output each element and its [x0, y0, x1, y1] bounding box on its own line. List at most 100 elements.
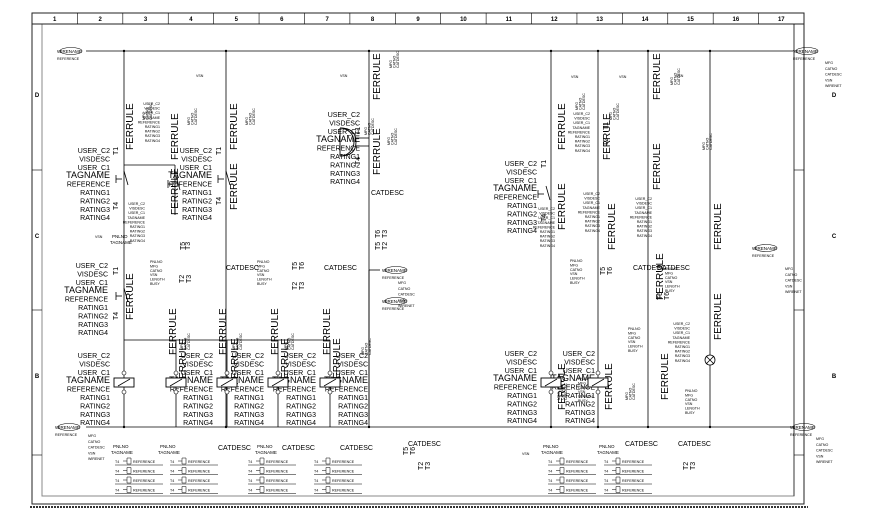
terminal-label-t4: T4 [113, 312, 120, 320]
switch-contact [175, 175, 181, 191]
device-block-row-1-reference: REFERENCE [170, 387, 214, 394]
mini-device-visdesc: VISDESC [539, 212, 555, 216]
ferrule-label: FERRULE [713, 293, 724, 340]
pnlno-label: PNLNO [257, 444, 273, 449]
mfg-bottom-left-catdesc: CATDESC [88, 446, 105, 450]
coil-terminal [173, 370, 179, 376]
device-block-2-visdesc: VISDESC [77, 271, 108, 278]
vsn-label: VSN [196, 74, 204, 78]
mfg-vertical-label: MFG [142, 112, 146, 120]
terminal-label-t2: T2 [418, 462, 425, 470]
column-label-2: 2 [98, 17, 102, 23]
terminal-reference: REFERENCE [266, 460, 289, 464]
terminal-reference: REFERENCE [266, 470, 289, 474]
mini-device-rating3: RATING3 [675, 354, 690, 358]
terminal-label-t5: T5 [375, 242, 382, 250]
terminal-row-id: T4 [604, 479, 608, 483]
coil-terminal [121, 370, 127, 376]
switch-contact [123, 170, 129, 186]
terminal-row-id: T4 [314, 489, 318, 493]
terminal-symbol [556, 457, 565, 465]
device-block-row-1-rating3: RATING3 [183, 412, 213, 419]
ferrule-label: FERRULE [557, 103, 568, 150]
catdesc-label: CATDESC [633, 265, 666, 272]
terminal-label-t1: T1 [603, 122, 610, 130]
mini-device-rating3: RATING3 [130, 234, 145, 238]
junction-dot [708, 425, 712, 429]
device-block-6-reference: REFERENCE [169, 182, 213, 189]
device-block-1-rating2: RATING2 [80, 198, 110, 205]
terminal-row-id: T4 [604, 470, 608, 474]
device-block-row-3-rating1: RATING1 [286, 395, 316, 402]
device-block-3-user-c1: USER_C1 [78, 370, 110, 377]
device-block-1-rating3: RATING3 [80, 207, 110, 214]
ferrule-label: FERRULE [660, 353, 671, 400]
mfg-vertical-label: CATNO [393, 55, 397, 68]
terminal-reference: REFERENCE [188, 479, 211, 483]
terminal-symbol [178, 476, 187, 484]
device-block-6b-tagname: TAGNAME [551, 373, 595, 383]
terminal-label-t4: T4 [113, 202, 120, 210]
mfg-bottom-right-mfg: MFG [816, 437, 824, 441]
ferrule-label: FERRULE [652, 143, 663, 190]
mfg-vertical-label: CATNO [365, 342, 369, 355]
terminal-reference: REFERENCE [332, 489, 355, 493]
pnl-block-mfg: MFG [685, 393, 693, 397]
junction-dot [367, 49, 371, 53]
mini-device-rating2: RATING2 [585, 220, 600, 224]
device-block-2-user-c1: USER_C1 [76, 280, 108, 287]
device-block-main-visdesc: VISDESC [329, 120, 360, 127]
coil-terminal [595, 389, 601, 395]
terminal-reference: REFERENCE [622, 460, 645, 464]
ferrule-label: FERRULE [218, 308, 229, 355]
relay-coil-slash [323, 378, 337, 387]
device-block-6b-visdesc: VISDESC [564, 359, 595, 366]
wirename-reference: REFERENCE [57, 57, 80, 61]
mini-device-rating1: RATING1 [145, 125, 160, 129]
junction-dot [367, 425, 371, 429]
row-label-left-B: B [35, 374, 40, 380]
mfg-vertical-label: MFG [625, 392, 629, 400]
device-block-3-visdesc: VISDESC [79, 361, 110, 368]
pnl-block-mfg: MFG [628, 331, 636, 335]
wirename-oval [754, 244, 778, 252]
junction-dot [596, 49, 600, 53]
terminal-reference: REFERENCE [332, 470, 355, 474]
ferrule-label: FERRULE [372, 53, 383, 100]
wirename-oval [57, 423, 81, 431]
device-block-row-2-rating3: RATING3 [234, 412, 264, 419]
ferrule-label: FERRULE [557, 363, 568, 410]
terminal-symbol [322, 476, 331, 484]
device-block-main-rating2: RATING2 [330, 162, 360, 169]
device-block-row-3-reference: REFERENCE [273, 387, 317, 394]
pnl-block-busy: BUSY [628, 349, 638, 353]
ferrule-label: FERRULE [178, 338, 189, 385]
terminal-symbol [322, 486, 331, 493]
terminal-row-id: T4 [115, 470, 119, 474]
device-block-1-visdesc: VISDESC [79, 156, 110, 163]
terminal-reference: REFERENCE [332, 460, 355, 464]
device-block-row-2-rating1: RATING1 [234, 395, 264, 402]
device-block-row-1-rating1: RATING1 [183, 395, 213, 402]
device-block-6b-user-c1: USER_C1 [563, 368, 595, 375]
mfg-vertical-label: MFG [670, 77, 674, 85]
device-block-4-rating1: RATING1 [507, 203, 537, 210]
terminal-reference: REFERENCE [133, 470, 156, 474]
terminal-label-t6: T6 [299, 262, 306, 270]
switch-contact [545, 185, 551, 201]
column-label-6: 6 [280, 17, 284, 23]
device-block-4-reference: REFERENCE [494, 195, 538, 202]
mfg-bottom-left-wirenet: WIRENET [88, 457, 105, 461]
wirename-right-1: WIRENAME [752, 246, 777, 251]
terminal-symbol [322, 467, 331, 474]
column-label-7: 7 [326, 17, 330, 23]
device-block-row-1-rating4: RATING4 [183, 420, 213, 427]
mfg-vertical-label: CATDESC [632, 383, 636, 400]
mfg-vertical-label: CATDESC [564, 383, 568, 400]
terminal-symbol [123, 467, 132, 474]
relay-coil-slash [169, 378, 183, 387]
mfg-vertical-label: CATDESC [368, 338, 372, 355]
mini-device-rating2: RATING2 [637, 225, 652, 229]
